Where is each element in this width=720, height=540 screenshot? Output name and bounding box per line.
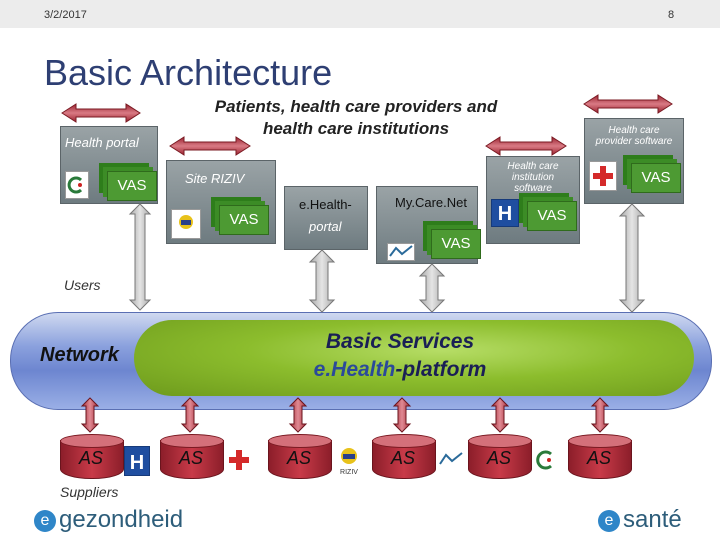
supplier-as-drum: AS [468, 434, 532, 480]
vas-box: VAS [107, 171, 157, 201]
double-arrow-icon [583, 94, 673, 114]
hospital-h-icon: H [491, 199, 519, 227]
supplier-as-label: AS [390, 448, 415, 468]
riziv-logo-icon [171, 209, 201, 239]
double-arrow-icon [308, 249, 336, 313]
health-portal-box: Health portal VAS [60, 126, 158, 204]
vas-box: VAS [631, 163, 681, 193]
basic-services-line2: e.Health-platform [260, 356, 540, 384]
svg-text:H: H [130, 452, 144, 474]
double-arrow-icon [288, 397, 308, 433]
supplier-as-label: AS [486, 448, 511, 468]
gezondheid-text: gezondheid [59, 506, 184, 533]
double-arrow-icon [180, 397, 200, 433]
institution-software-box: Health care institution software H VAS [486, 156, 580, 244]
slide-title: Basic Architecture [44, 52, 333, 93]
supplier-as-drum: AS [372, 434, 436, 480]
health-portal-label: Health portal [65, 135, 139, 150]
double-arrow-icon [590, 397, 610, 433]
basic-services-brand: e.Health [313, 358, 396, 381]
e-logo-icon: e [598, 510, 620, 532]
supplier-as-drum: AS [160, 434, 224, 480]
double-arrow-icon [61, 103, 141, 123]
sante-logo-icon [534, 446, 558, 474]
basic-services-suffix: -platform [395, 358, 487, 381]
svg-text:H: H [498, 203, 512, 225]
ehealth-portal-line2: portal [309, 219, 342, 234]
ehealth-portal-line1: e.Health- [299, 197, 352, 212]
suppliers-label: Suppliers [60, 484, 119, 500]
vas-box: VAS [431, 229, 481, 259]
page-number: 8 [668, 9, 675, 21]
hospital-h-icon: H [124, 446, 150, 476]
e-logo-icon: e [34, 510, 56, 532]
vas-box: VAS [527, 201, 577, 231]
institution-software-label: Health care institution software [507, 161, 559, 194]
slide-date: 3/2/2017 [44, 9, 87, 21]
double-arrow-icon [485, 136, 567, 156]
supplier-as-label: AS [286, 448, 311, 468]
provider-software-box: Health care provider software VAS [584, 118, 684, 204]
supplier-as-label: AS [78, 448, 103, 468]
pharmacy-cross-icon [589, 161, 617, 191]
supplier-as-label: AS [586, 448, 611, 468]
riziv-logo-icon: RIZIV [334, 444, 364, 476]
header-bar [0, 0, 720, 28]
supplier-as-label: AS [178, 448, 203, 468]
basic-services-label: Basic Services e.Health-platform [260, 328, 540, 384]
supplier-red-arrows [80, 397, 610, 433]
mycarenet-logo-icon [387, 243, 415, 261]
ehealth-portal-box: e.Health- portal [284, 186, 368, 250]
supplier-as-drum: AS [268, 434, 332, 480]
provider-software-label: Health care provider software [595, 125, 673, 147]
site-riziv-label: Site RIZIV [185, 171, 245, 186]
double-arrow-icon [490, 397, 510, 433]
double-arrow-icon [169, 136, 251, 156]
supplier-as-drum: AS [60, 434, 124, 480]
double-arrow-icon [392, 397, 412, 433]
pharmacy-cross-icon [226, 446, 252, 474]
site-riziv-box: Site RIZIV VAS [166, 160, 276, 244]
double-arrow-icon [128, 203, 152, 311]
supplier-as-drum: AS [568, 434, 632, 480]
basic-services-capsule [134, 320, 694, 396]
mycarenet-box: My.Care.Net VAS [376, 186, 481, 264]
vertical-gray-arrows [128, 203, 646, 313]
double-arrow-icon [418, 263, 446, 313]
svg-text:RIZIV: RIZIV [340, 469, 358, 476]
sante-text: santé [623, 506, 682, 533]
users-label: Users [64, 277, 101, 293]
basic-services-line1: Basic Services [325, 330, 475, 353]
sante-logo-icon [65, 171, 89, 199]
mycarenet-label: My.Care.Net [395, 195, 467, 210]
users-heading: Patients, health care providers and heal… [214, 97, 498, 138]
horizontal-red-arrows [61, 94, 673, 156]
double-arrow-icon [80, 397, 100, 433]
network-label: Network [40, 344, 119, 366]
vas-box: VAS [219, 205, 269, 235]
double-arrow-icon [618, 203, 646, 313]
mycarenet-logo-icon [438, 450, 464, 468]
